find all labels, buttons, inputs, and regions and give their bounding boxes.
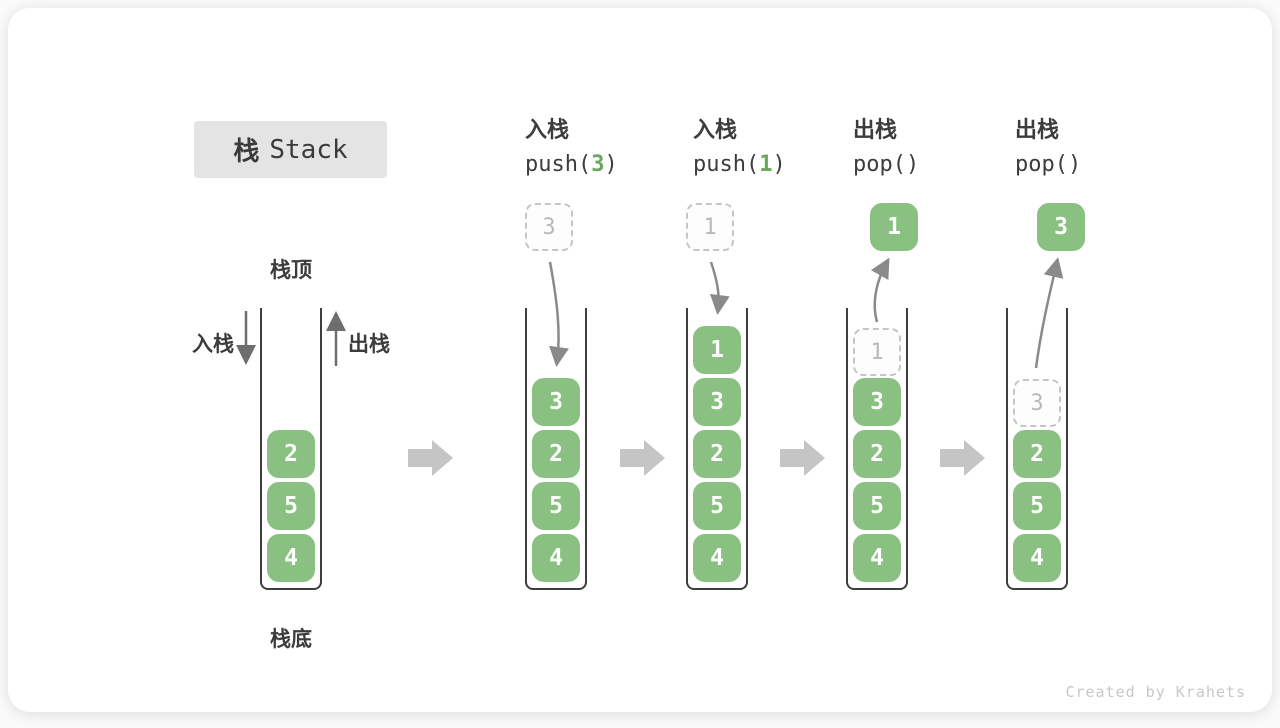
stack-element: 4 [853, 534, 901, 582]
ghost-slot: 3 [1013, 379, 1061, 427]
stack-element: 5 [267, 482, 315, 530]
popped-element-box: 3 [1037, 203, 1085, 251]
code-close: ) [1067, 152, 1082, 177]
operation-name: 入栈 [525, 117, 570, 142]
operation-code: pop() [853, 147, 1013, 182]
flow-arrow-icon [620, 440, 665, 476]
stack-element: 4 [693, 534, 741, 582]
flow-arrow-icon [780, 440, 825, 476]
operation-name: 出栈 [1015, 117, 1060, 142]
stack-element: 3 [532, 378, 580, 426]
operation-name: 出栈 [853, 117, 898, 142]
stack-element: 3 [853, 378, 901, 426]
code-close: ) [772, 152, 786, 177]
stack-element: 4 [1013, 534, 1061, 582]
stack-element: 5 [1013, 482, 1061, 530]
operation-code: push(1) [693, 147, 853, 182]
stack-element: 2 [532, 430, 580, 478]
title-cjk: 栈 [233, 136, 260, 166]
code-fn: pop( [853, 152, 906, 177]
code-arg: 3 [591, 152, 605, 177]
push-direction-label: 入栈 [192, 333, 234, 356]
stack-element: 5 [532, 482, 580, 530]
title-box: 栈 Stack [194, 121, 387, 178]
stack-top-label: 栈顶 [270, 259, 312, 282]
push-curve-arrow-icon [709, 261, 730, 315]
flow-arrow-icon [408, 440, 453, 476]
stack-bottom-label: 栈底 [270, 628, 312, 651]
flow-arrow-icon [940, 440, 985, 476]
incoming-element-box: 1 [686, 203, 734, 251]
stack-element: 1 [693, 326, 741, 374]
stack-element: 5 [693, 482, 741, 530]
operation-label-push-3: 入栈 push(3) [525, 112, 685, 182]
stack-element: 2 [1013, 430, 1061, 478]
code-arg: 1 [759, 152, 773, 177]
operation-code: push(3) [525, 147, 685, 182]
stack-element: 2 [267, 430, 315, 478]
code-fn: pop( [1015, 152, 1068, 177]
operation-label-pop-2: 出栈 pop() [1015, 112, 1175, 182]
operation-label-pop-1: 出栈 pop() [853, 112, 1013, 182]
code-fn: push( [693, 152, 760, 177]
canvas-card: 栈 Stack 入栈 push(3) 入栈 push(1) 出栈 pop() 出… [8, 8, 1272, 712]
operation-name: 入栈 [693, 117, 738, 142]
ghost-slot: 1 [853, 328, 901, 376]
code-close: ) [905, 152, 920, 177]
popped-element-box: 1 [870, 203, 918, 251]
stack-element: 2 [853, 430, 901, 478]
stack-element: 2 [693, 430, 741, 478]
stack-element: 5 [853, 482, 901, 530]
code-fn: push( [525, 152, 592, 177]
pop-direction-label: 出栈 [348, 333, 390, 356]
code-close: ) [604, 152, 618, 177]
stack-element: 3 [693, 378, 741, 426]
title-en: Stack [269, 134, 348, 165]
incoming-element-box: 3 [525, 203, 573, 251]
watermark: Created by Krahets [1065, 683, 1246, 701]
stack-element: 4 [532, 534, 580, 582]
operation-code: pop() [1015, 147, 1175, 182]
stack-element: 4 [267, 534, 315, 582]
operation-label-push-1: 入栈 push(1) [693, 112, 853, 182]
